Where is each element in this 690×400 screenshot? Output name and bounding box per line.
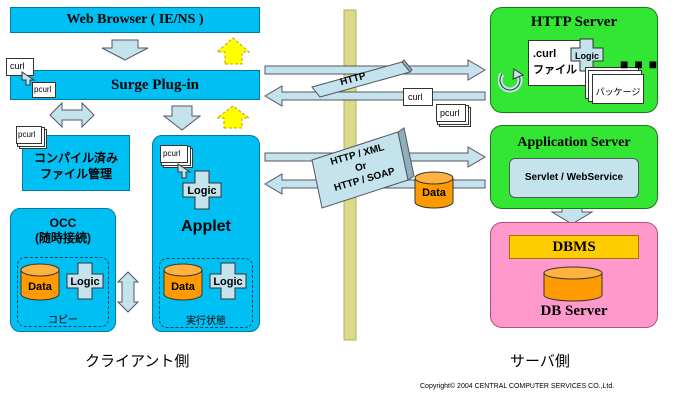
copyright-notice: Copyright© 2004 CENTRAL COMPUTER SERVICE…: [420, 383, 615, 390]
xml-label-prism: [311, 127, 415, 209]
applet-pcurl-icon: pcurl: [160, 145, 188, 163]
curl-document-icon: curl: [6, 58, 34, 76]
applet-box: Applet 実行状態: [152, 135, 260, 332]
client-side-caption: クライアント側: [85, 353, 190, 370]
transit-curl-icon: curl: [403, 88, 433, 106]
arrow-plugin-compiled: [49, 101, 95, 129]
applet-runtime-area: 実行状態: [159, 258, 253, 328]
arrow-http-response: [264, 85, 486, 107]
dbms-box: DBMS: [509, 235, 639, 259]
svg-text:Logic: Logic: [70, 276, 99, 288]
http-server-title: HTTP Server: [530, 14, 618, 30]
web-browser-box: Web Browser ( IE/NS ): [10, 7, 260, 33]
svg-text:Logic: Logic: [187, 185, 216, 197]
applet-title: Applet: [181, 218, 231, 235]
pcurl-stack-icon: pcurl: [16, 126, 42, 144]
compiled-files-box: コンパイル済み ファイル管理: [22, 135, 130, 191]
pcurl-document-icon: pcurl: [32, 82, 56, 98]
transit-pcurl-icon: pcurl: [436, 104, 466, 122]
occ-data-cylinder: Data: [20, 263, 60, 301]
surge-plugin-label: Surge Plug-in: [111, 77, 199, 93]
refresh-arrow-icon: [498, 68, 524, 93]
applet-data-cylinder: Data: [163, 263, 203, 301]
svg-text:Data: Data: [28, 281, 53, 293]
arrow-browser-to-plugin: [101, 39, 149, 61]
occ-copy-area: コピー: [17, 257, 109, 327]
svg-text:Data: Data: [171, 281, 196, 293]
db-server-cylinder: [543, 266, 603, 302]
compiled-files-label: コンパイル済み ファイル管理: [33, 151, 118, 181]
arrow-plugin-to-applet: [162, 105, 202, 131]
applet-runtime-logic-icon: Logic: [209, 262, 247, 300]
occ-logic-icon: Logic: [66, 262, 104, 300]
arrow-occ-applet: [116, 271, 140, 313]
package-label: パッケージ: [595, 87, 641, 97]
http-label-prism: [311, 59, 413, 98]
arrow-applet-to-plugin: [215, 105, 251, 129]
servlet-box: Servlet / WebService: [509, 158, 639, 198]
svg-text:Logic: Logic: [213, 276, 242, 288]
web-browser-label: Web Browser ( IE/NS ): [66, 12, 204, 27]
transit-data-cylinder: Data: [414, 171, 454, 209]
application-server-box: Application Server Servlet / WebService: [490, 125, 658, 209]
package-ellipsis-icon: ■ ■ ■: [620, 56, 659, 72]
occ-box: OCC (随時接続) コピー: [10, 208, 116, 332]
server-side-caption: サーバ側: [510, 353, 570, 370]
curl-file-label: .curl ファイル: [533, 48, 577, 76]
svg-text:Data: Data: [422, 187, 447, 199]
svg-text:Logic: Logic: [575, 51, 599, 61]
occ-copy-label: コピー: [48, 315, 78, 326]
dbms-label: DBMS: [552, 239, 596, 255]
occ-title: OCC (随時接続): [35, 216, 91, 245]
applet-logic-icon: Logic: [182, 170, 222, 210]
servlet-label: Servlet / WebService: [524, 172, 624, 183]
applet-compile-arrow-icon: [177, 163, 192, 179]
package-doc: パッケージ: [592, 74, 644, 104]
applet-runtime-label: 実行状態: [186, 316, 226, 327]
application-server-title: Application Server: [517, 135, 631, 150]
compile-arrow-icon: [21, 71, 36, 86]
db-server-title: DB Server: [540, 303, 608, 319]
arrow-plugin-to-browser: [215, 37, 251, 65]
server-logic-icon: Logic: [570, 38, 604, 72]
